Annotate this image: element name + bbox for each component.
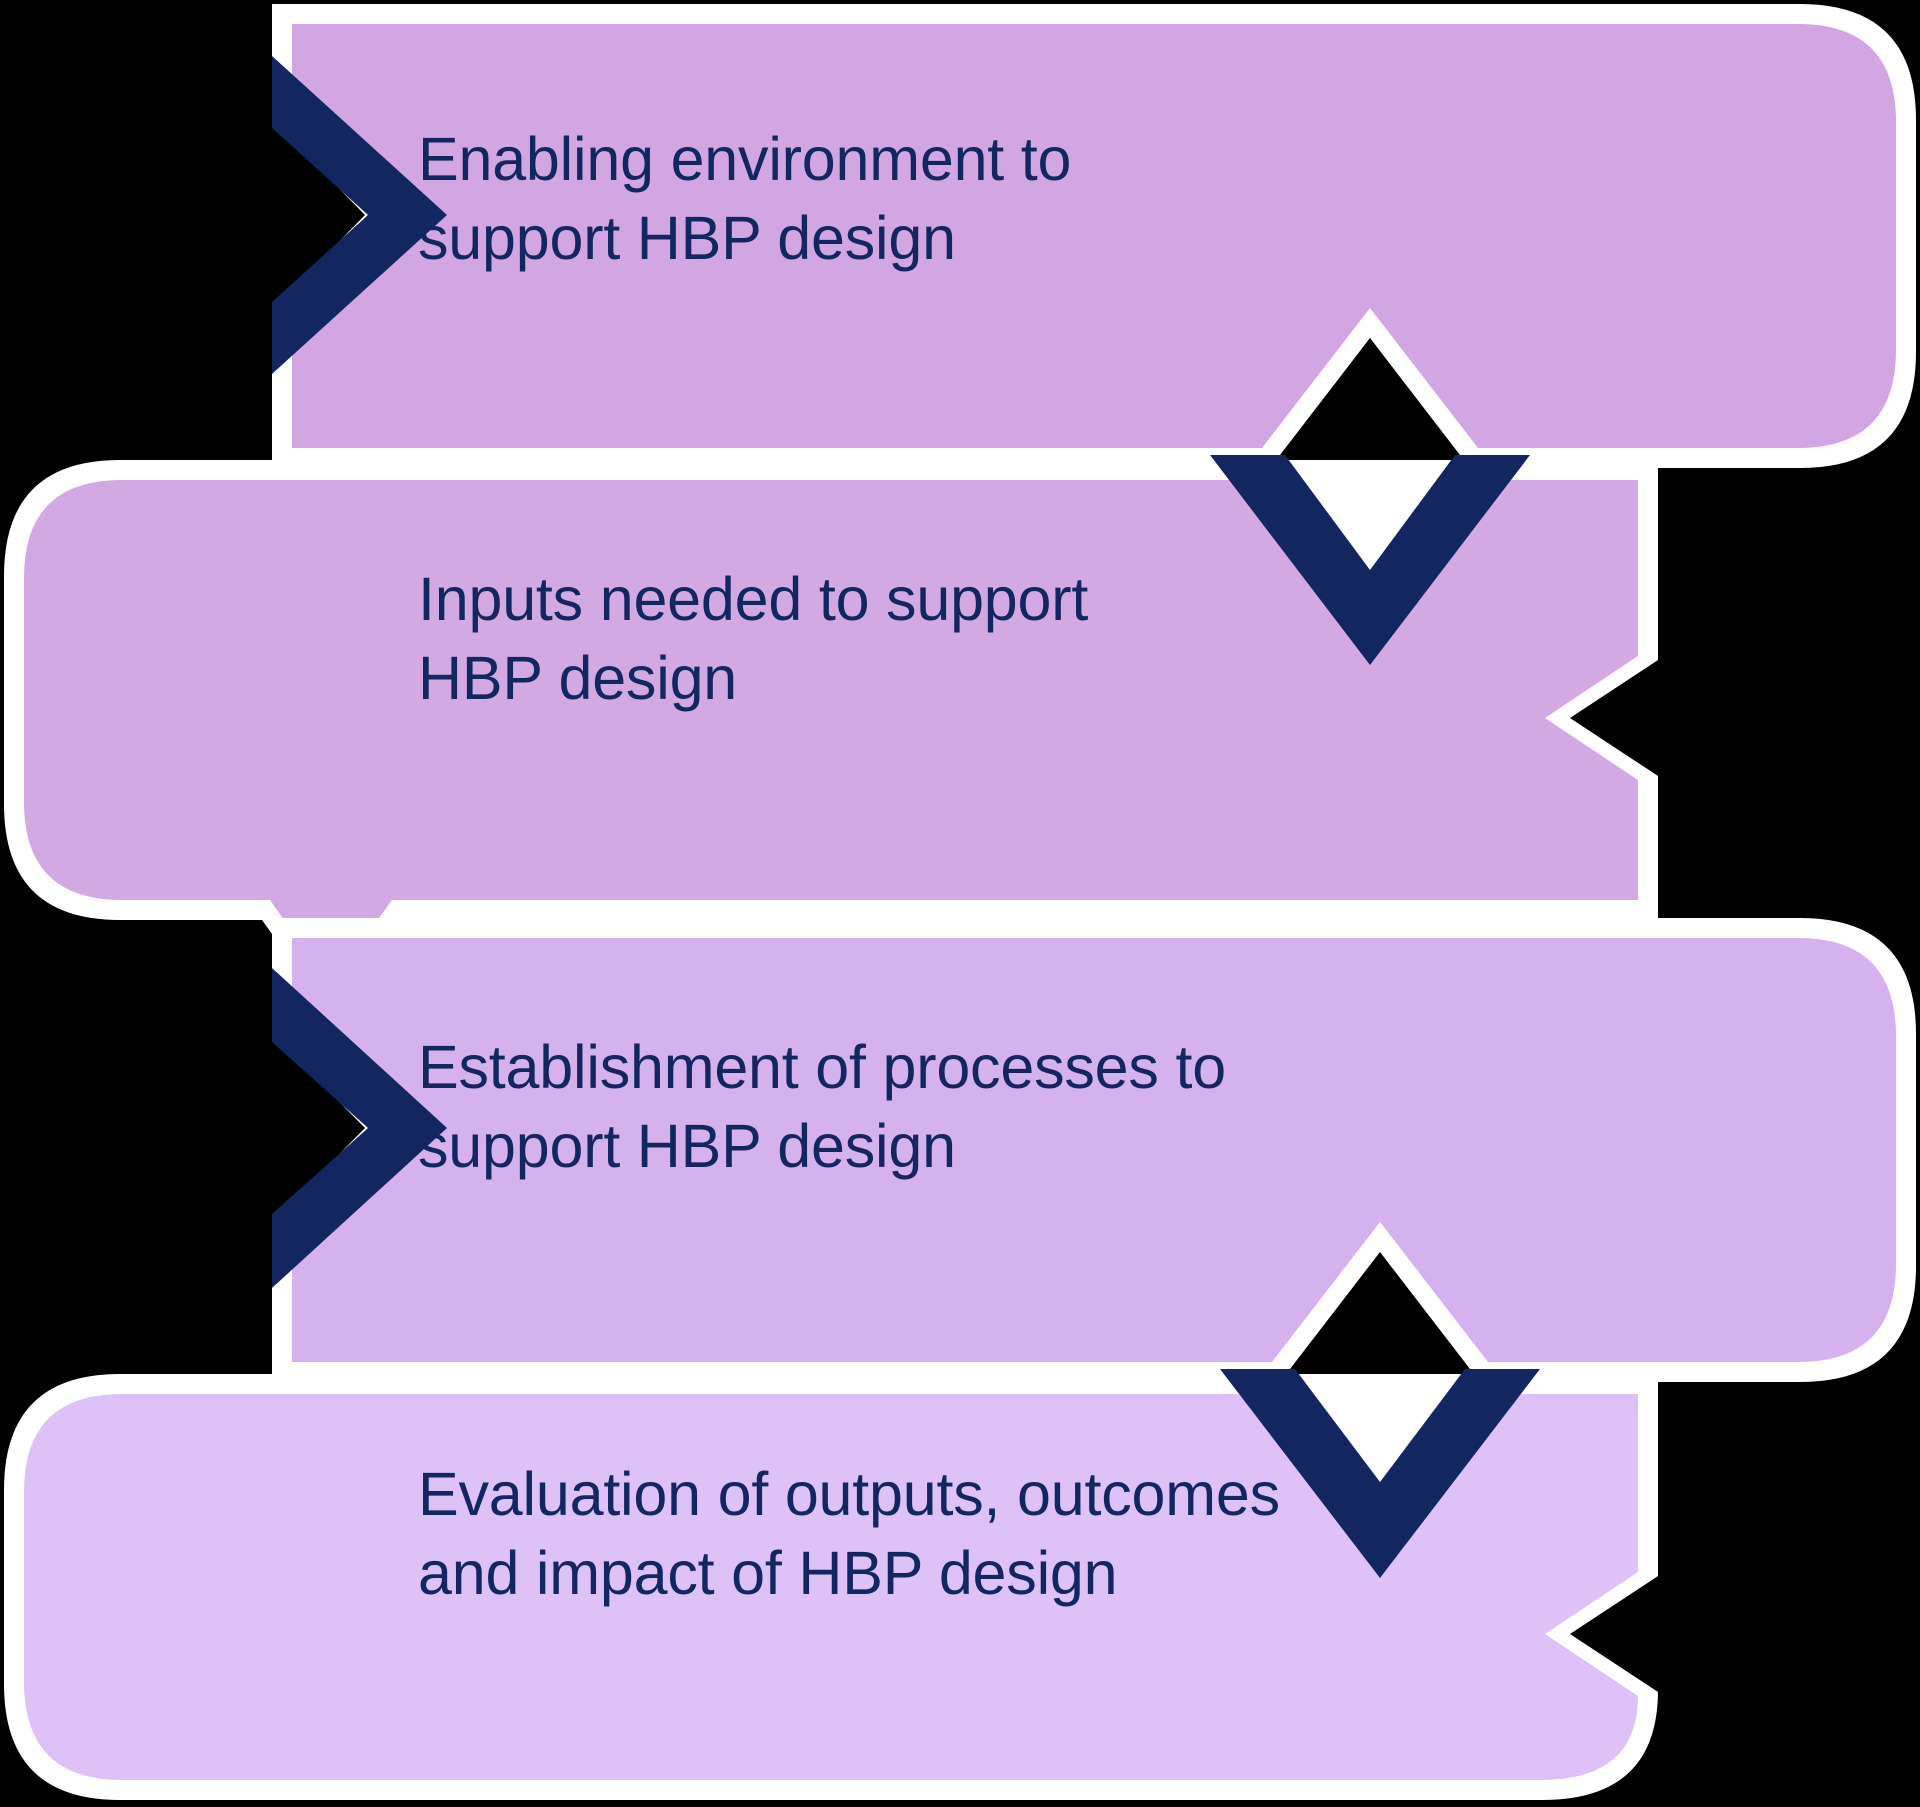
step-1-banner-fill (292, 24, 1896, 448)
step-3-chevron-right-icon (272, 968, 447, 1288)
step-2-shape-group[interactable] (4, 455, 1658, 1015)
step-4-banner-fill (24, 1394, 1638, 1780)
step-4-shape-group[interactable] (4, 1369, 1658, 1800)
step-2-banner-fill (24, 480, 1638, 986)
step-3-banner-fill (292, 938, 1896, 1362)
step-1-shape-group[interactable] (272, 4, 1916, 468)
step-2-chevron-down-icon (1210, 455, 1530, 665)
step-4-chevron-down-icon (1220, 1369, 1540, 1578)
step-3-shape-group[interactable] (262, 918, 1916, 1382)
step-1-chevron-right-icon (272, 56, 447, 374)
